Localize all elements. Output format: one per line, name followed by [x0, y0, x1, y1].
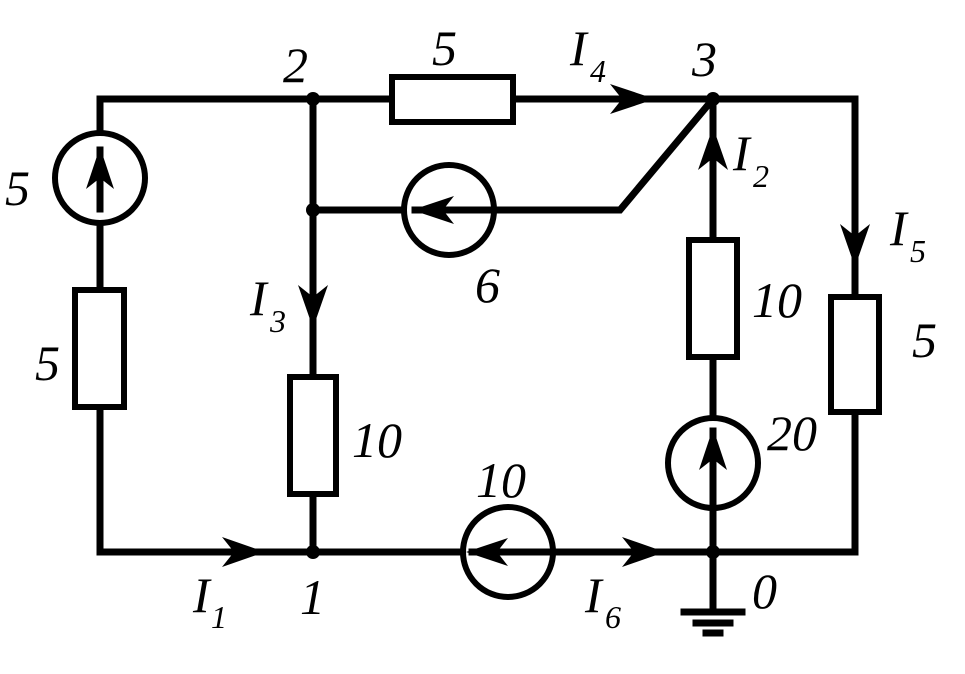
svg-text:6: 6 — [605, 599, 621, 635]
resistor-left-value: 5 — [35, 335, 60, 391]
arrow-left-icon — [412, 196, 454, 224]
node-label-2: 2 — [283, 37, 308, 93]
source-left — [52, 130, 148, 226]
svg-text:1: 1 — [211, 599, 227, 635]
arrow-i5-icon — [840, 224, 870, 267]
arrow-i6-icon — [622, 537, 665, 567]
source-mid-value: 6 — [475, 257, 500, 313]
arrow-i4-icon — [610, 84, 655, 114]
resistor-top — [389, 74, 516, 125]
resistor-right-inner-value: 10 — [752, 272, 802, 328]
source-bottom-value: 10 — [476, 452, 526, 508]
arrow-i2-icon — [698, 127, 728, 170]
node-2-dot — [306, 92, 320, 106]
node-label-0: 0 — [752, 563, 777, 619]
svg-text:5: 5 — [910, 233, 926, 269]
wire-mid-diagonal — [491, 94, 718, 214]
node-1-dot — [306, 545, 320, 559]
svg-text:I: I — [889, 200, 909, 256]
node-0-dot — [706, 545, 720, 559]
current-label-i3: I 3 — [249, 270, 286, 339]
svg-text:4: 4 — [590, 53, 606, 89]
resistor-right-outer-value: 5 — [912, 312, 937, 368]
source-bottom — [460, 504, 560, 600]
svg-text:I: I — [249, 270, 269, 326]
node-junction-dot — [306, 203, 320, 217]
arrow-up-icon — [699, 428, 727, 470]
arrow-left-icon — [466, 538, 508, 566]
source-right-value: 20 — [767, 405, 817, 461]
resistor-mid — [287, 374, 339, 497]
source-left-value: 5 — [5, 160, 30, 216]
svg-text:2: 2 — [753, 158, 769, 194]
svg-text:I: I — [192, 567, 212, 623]
arrow-i3-icon — [298, 285, 328, 328]
wire-left-bottom — [96, 403, 464, 556]
resistor-mid-value: 10 — [352, 412, 402, 468]
arrow-i1-icon — [222, 537, 265, 567]
resistor-right-outer — [828, 294, 882, 415]
resistor-left — [72, 287, 127, 410]
resistor-top-value: 5 — [432, 20, 457, 76]
node-3-dot — [706, 92, 720, 106]
source-mid — [401, 162, 499, 258]
svg-text:I: I — [569, 20, 589, 76]
source-right — [665, 415, 761, 513]
current-label-i1: I 1 — [192, 567, 227, 635]
current-label-i5: I 5 — [889, 200, 926, 269]
arrow-up-icon — [86, 147, 114, 189]
node-label-3: 3 — [691, 31, 717, 87]
current-label-i6: I 6 — [584, 567, 621, 635]
current-label-i2: I 2 — [732, 125, 769, 194]
current-label-i4: I 4 — [569, 20, 606, 89]
resistor-right-inner — [686, 237, 740, 360]
svg-text:I: I — [732, 125, 752, 181]
node-label-1: 1 — [300, 569, 325, 625]
svg-text:I: I — [584, 567, 604, 623]
svg-text:3: 3 — [269, 303, 286, 339]
